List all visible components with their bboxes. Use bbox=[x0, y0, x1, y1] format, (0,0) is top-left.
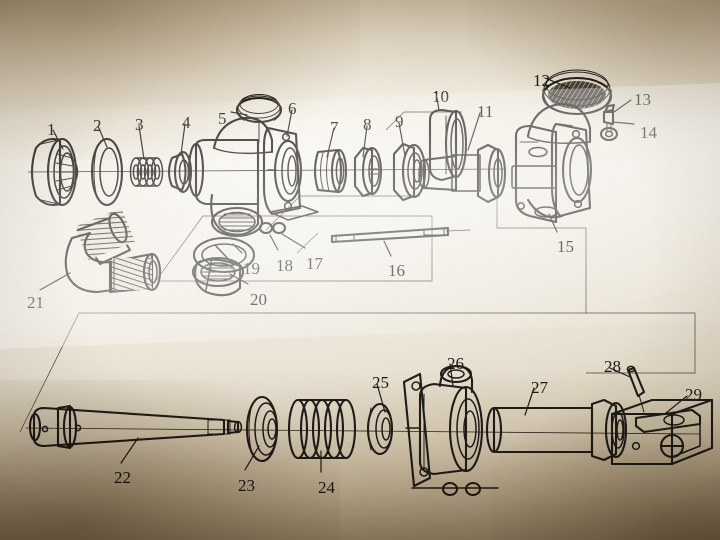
callout-number-18: 18 bbox=[276, 256, 293, 275]
callout-number-7: 7 bbox=[330, 118, 339, 137]
part-7-packing-ring[interactable] bbox=[313, 148, 348, 194]
part-15-housing-end-cover[interactable] bbox=[511, 102, 593, 224]
callout-number-13: 13 bbox=[634, 90, 651, 109]
callout-number-10: 10 bbox=[432, 87, 449, 106]
part-17-hex-nut-small-upper[interactable] bbox=[271, 221, 287, 235]
callout-number-3: 3 bbox=[135, 115, 144, 134]
part-8-gland-nut[interactable] bbox=[353, 146, 383, 198]
callout-number-4: 4 bbox=[182, 113, 191, 132]
callout-number-8: 8 bbox=[363, 115, 372, 134]
callout-number-21: 21 bbox=[27, 293, 44, 312]
part-6-main-valve-body[interactable] bbox=[187, 116, 319, 238]
callout-number-19: 19 bbox=[243, 259, 260, 278]
callout-number-14: 14 bbox=[640, 123, 657, 142]
paper-shadow-bottom-right bbox=[490, 400, 720, 540]
part-2-sealing-ring[interactable] bbox=[90, 137, 124, 207]
paper-shadow-bottom-left bbox=[0, 380, 340, 540]
part-21-elbow-pipe-fitting[interactable] bbox=[64, 207, 162, 294]
callout-number-1: 1 bbox=[47, 120, 56, 139]
callout-number-20: 20 bbox=[250, 290, 267, 309]
part-14-bleed-screw-washer[interactable] bbox=[599, 126, 619, 142]
part-3-spring-washer-stack[interactable] bbox=[129, 157, 164, 187]
part-4-cup-seal[interactable] bbox=[167, 150, 193, 194]
callout-number-11: 11 bbox=[477, 102, 494, 121]
callout-number-6: 6 bbox=[288, 99, 297, 118]
callout-number-5: 5 bbox=[218, 109, 227, 128]
callout-number-9: 9 bbox=[395, 112, 404, 131]
callout-number-2: 2 bbox=[93, 116, 102, 135]
part-16-long-tie-rod[interactable] bbox=[330, 226, 471, 244]
callout-number-12: 12 bbox=[533, 71, 550, 90]
part-9-retaining-nut[interactable] bbox=[392, 142, 427, 202]
part-18-lock-washer-small-upper[interactable] bbox=[258, 221, 274, 235]
callout-number-15: 15 bbox=[557, 237, 574, 256]
callout-number-17: 17 bbox=[306, 254, 323, 273]
callout-number-16: 16 bbox=[388, 261, 405, 280]
